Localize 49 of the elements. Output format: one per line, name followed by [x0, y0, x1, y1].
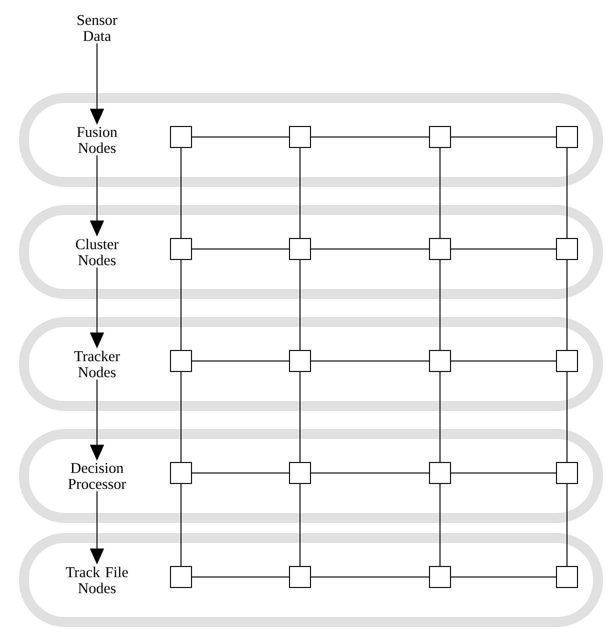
- connector-line: [180, 484, 182, 566]
- connector-line: [310, 136, 430, 138]
- connector-line: [192, 248, 290, 250]
- connector-line: [450, 576, 556, 578]
- connector-line: [180, 372, 182, 462]
- connector-line: [450, 136, 556, 138]
- connector-line: [192, 576, 290, 578]
- square: [170, 126, 192, 148]
- connector-line: [566, 372, 568, 462]
- square: [429, 238, 451, 260]
- connector-line: [566, 484, 568, 566]
- band: Fusion Nodes: [19, 93, 603, 187]
- band: Cluster Nodes: [19, 205, 603, 299]
- connector-line: [192, 136, 290, 138]
- square: [429, 566, 451, 588]
- square: [429, 350, 451, 372]
- square: [170, 238, 192, 260]
- connector-line: [450, 248, 556, 250]
- square: [556, 238, 578, 260]
- connector-line: [310, 360, 430, 362]
- connector-line: [310, 472, 430, 474]
- connector-line: [450, 360, 556, 362]
- connector-line: [566, 260, 568, 350]
- square: [289, 350, 311, 372]
- connector-line: [310, 248, 430, 250]
- square: [556, 462, 578, 484]
- band: Track File Nodes: [19, 533, 603, 627]
- square: [289, 566, 311, 588]
- square: [170, 350, 192, 372]
- connector-line: [310, 576, 430, 578]
- label-text: Sensor Data: [78, 14, 118, 42]
- square: [170, 566, 192, 588]
- square: [429, 462, 451, 484]
- square: [429, 126, 451, 148]
- connector-line: [180, 148, 182, 238]
- square: [170, 462, 192, 484]
- square: [556, 126, 578, 148]
- connector-line: [192, 360, 290, 362]
- square: [289, 126, 311, 148]
- square: [556, 350, 578, 372]
- square: [556, 566, 578, 588]
- connector-line: [192, 472, 290, 474]
- square: [289, 462, 311, 484]
- square: [289, 238, 311, 260]
- connector-line: [450, 472, 556, 474]
- connector-line: [566, 148, 568, 238]
- connector-line: [180, 260, 182, 350]
- band: Tracker Nodes: [19, 317, 603, 411]
- band: Decision Processor: [19, 429, 603, 523]
